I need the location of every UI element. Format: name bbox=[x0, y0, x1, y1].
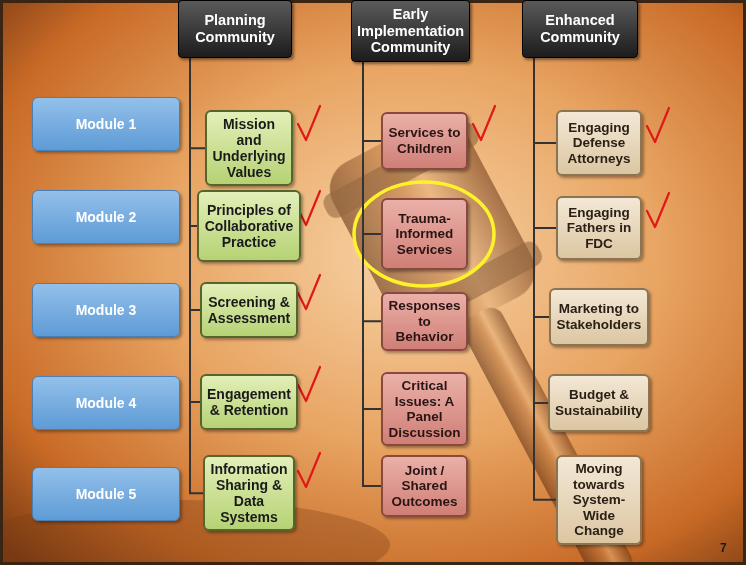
box-text: Marketing to Stakeholders bbox=[556, 301, 642, 332]
planning-box: Information Sharing & Data Systems bbox=[203, 455, 295, 531]
box-text: Module 1 bbox=[76, 116, 137, 132]
box-text: Module 2 bbox=[76, 209, 137, 225]
module-box: Module 2 bbox=[32, 190, 180, 244]
box-text: Mission and Underlying Values bbox=[212, 116, 286, 180]
column-header: Early Implementation Community bbox=[351, 0, 470, 62]
tree-connector bbox=[534, 58, 556, 228]
box-text: Principles of Collaborative Practice bbox=[204, 202, 294, 250]
implementation-box: Joint / Shared Outcomes bbox=[381, 455, 468, 517]
planning-box: Mission and Underlying Values bbox=[205, 110, 293, 186]
tree-connector bbox=[363, 62, 381, 409]
box-text: Module 3 bbox=[76, 302, 137, 318]
planning-box: Principles of Collaborative Practice bbox=[197, 190, 301, 262]
gavel-illustration bbox=[0, 101, 693, 565]
enhanced-box: Engaging Defense Attorneys bbox=[556, 110, 642, 176]
column-header: Enhanced Community bbox=[522, 0, 638, 58]
tree-connector bbox=[363, 62, 381, 486]
check-marks bbox=[298, 106, 669, 487]
box-text: Trauma-Informed Services bbox=[388, 211, 461, 258]
check-mark bbox=[647, 108, 669, 142]
box-text: Critical Issues: A Panel Discussion bbox=[388, 378, 461, 440]
box-text: Budget & Sustainability bbox=[555, 387, 643, 418]
implementation-box: Responses to Behavior bbox=[381, 292, 468, 351]
implementation-box: Critical Issues: A Panel Discussion bbox=[381, 372, 468, 446]
slide-number: 7 bbox=[720, 541, 727, 555]
box-text: Engagement & Retention bbox=[207, 386, 291, 418]
check-mark bbox=[473, 106, 495, 140]
box-text: Engaging Fathers in FDC bbox=[563, 205, 635, 252]
tree-connector bbox=[363, 62, 381, 321]
check-mark bbox=[298, 367, 320, 401]
tree-connector bbox=[534, 58, 556, 500]
tree-connector bbox=[363, 62, 381, 141]
tree-connector bbox=[190, 58, 200, 310]
box-text: Enhanced Community bbox=[528, 12, 632, 45]
implementation-box: Services to Children bbox=[381, 112, 468, 170]
module-box: Module 5 bbox=[32, 467, 180, 521]
module-box: Module 4 bbox=[32, 376, 180, 430]
planning-box: Screening & Assessment bbox=[200, 282, 298, 338]
tree-connector bbox=[363, 62, 381, 234]
implementation-box: Trauma-Informed Services bbox=[381, 198, 468, 270]
column-header: Planning Community bbox=[178, 0, 292, 58]
box-text: Planning Community bbox=[184, 12, 286, 45]
box-text: Joint / Shared Outcomes bbox=[388, 463, 461, 510]
tree-connector bbox=[190, 58, 205, 148]
check-mark bbox=[298, 275, 320, 309]
check-mark bbox=[298, 191, 320, 225]
box-text: Engaging Defense Attorneys bbox=[563, 120, 635, 167]
tree-connector bbox=[534, 58, 556, 143]
planning-box: Engagement & Retention bbox=[200, 374, 298, 430]
enhanced-box: Budget & Sustainability bbox=[548, 374, 650, 432]
box-text: Information Sharing & Data Systems bbox=[210, 461, 288, 525]
box-text: Screening & Assessment bbox=[207, 294, 291, 326]
box-text: Services to Children bbox=[388, 125, 461, 156]
box-text: Responses to Behavior bbox=[388, 298, 461, 345]
box-text: Module 5 bbox=[76, 486, 137, 502]
tree-connector bbox=[534, 58, 549, 317]
box-text: Early Implementation Community bbox=[357, 6, 464, 56]
tree-connector bbox=[190, 58, 197, 226]
enhanced-box: Marketing to Stakeholders bbox=[549, 288, 649, 346]
check-mark bbox=[298, 453, 320, 487]
tree-connector bbox=[534, 58, 548, 403]
check-mark bbox=[298, 106, 320, 140]
module-box: Module 1 bbox=[32, 97, 180, 151]
enhanced-box: Engaging Fathers in FDC bbox=[556, 196, 642, 260]
enhanced-box: Moving towards System-Wide Change bbox=[556, 455, 642, 545]
box-text: Module 4 bbox=[76, 395, 137, 411]
module-box: Module 3 bbox=[32, 283, 180, 337]
box-text: Moving towards System-Wide Change bbox=[563, 461, 635, 539]
check-mark bbox=[647, 193, 669, 227]
